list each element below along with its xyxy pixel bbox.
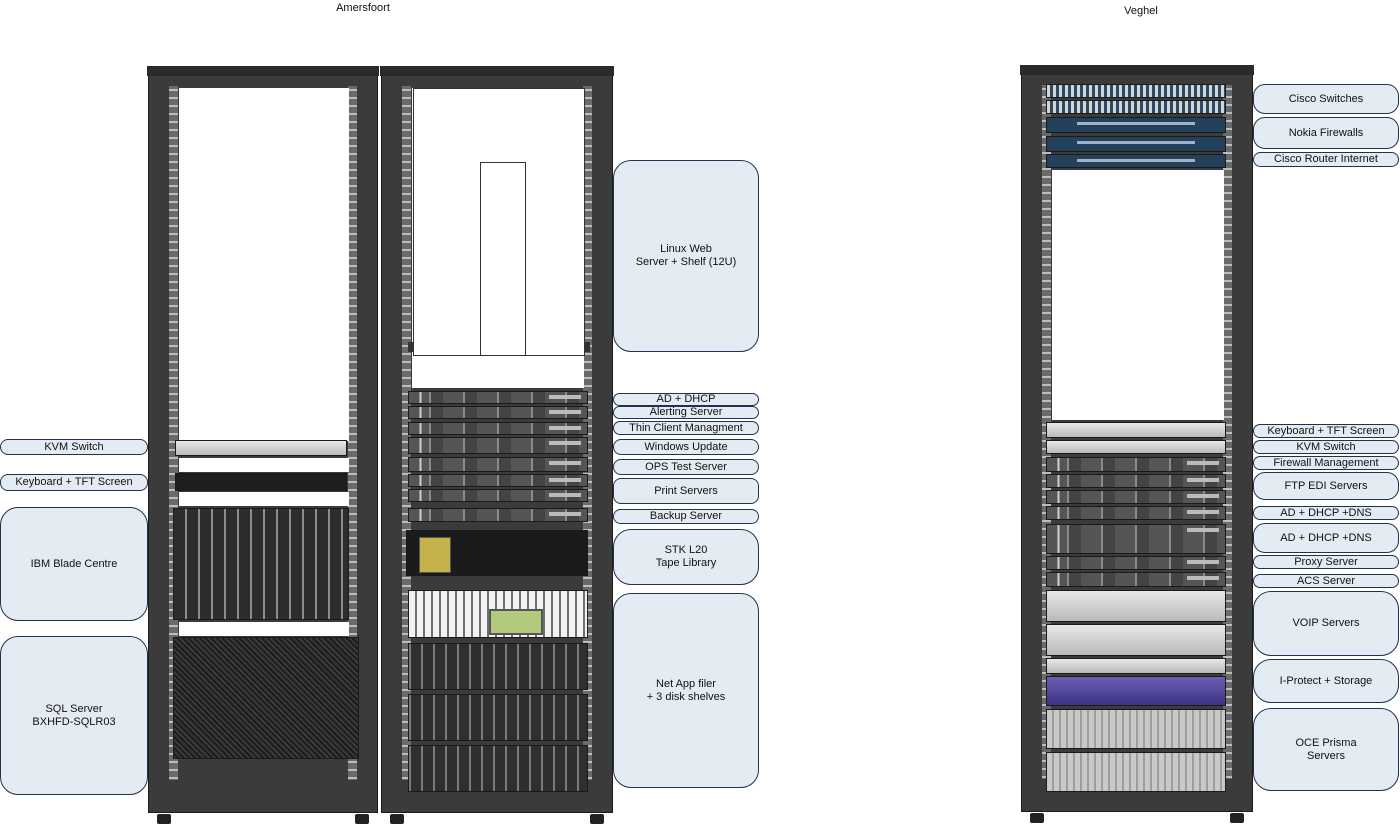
stk-l20-device bbox=[406, 530, 588, 576]
label-sql-server: SQL Server BXHFD-SQLR03 bbox=[0, 636, 148, 795]
empty-bay bbox=[179, 88, 349, 441]
ftp-edi-1-device bbox=[1046, 474, 1226, 488]
label-ops-test-server: OPS Test Server bbox=[613, 459, 759, 475]
label-cisco-router: Cisco Router Internet bbox=[1253, 152, 1399, 167]
site-title-amersfoort: Amersfoort bbox=[336, 2, 390, 14]
empty-bay-veghel bbox=[1052, 170, 1224, 420]
label-backup-server: Backup Server bbox=[613, 509, 759, 524]
storage-device bbox=[1046, 676, 1226, 706]
ftp-edi-2-device bbox=[1046, 490, 1226, 504]
keyboard-tft-device-veghel bbox=[1046, 422, 1226, 438]
label-alerting-server: Alerting Server bbox=[613, 406, 759, 419]
label-ibm-blade-centre: IBM Blade Centre bbox=[0, 507, 148, 621]
cisco-router-device-2 bbox=[1046, 154, 1226, 168]
label-oce-prisma: OCE Prisma Servers bbox=[1253, 708, 1399, 791]
oce-prisma-1-device bbox=[1046, 709, 1226, 749]
label-kvm-switch: KVM Switch bbox=[0, 439, 148, 455]
keyboard-tft-device bbox=[175, 473, 347, 491]
label-linux-web-server: Linux Web Server + Shelf (12U) bbox=[613, 160, 759, 352]
rack-amersfoort-2 bbox=[380, 66, 614, 824]
label-cisco-switches: Cisco Switches bbox=[1253, 84, 1399, 114]
label-nokia-firewalls: Nokia Firewalls bbox=[1253, 117, 1399, 149]
proxy-server-device bbox=[1046, 556, 1226, 570]
disk-shelf-3 bbox=[408, 745, 588, 792]
backup-server-device bbox=[408, 508, 588, 522]
label-ad-dhcp-dns-2: AD + DHCP +DNS bbox=[1253, 523, 1399, 553]
ad-dhcp-dns-1-device bbox=[1046, 506, 1226, 520]
label-netapp: Net App filer + 3 disk shelves bbox=[613, 593, 759, 788]
rack-amersfoort-1 bbox=[147, 66, 379, 824]
iprotect-device bbox=[1046, 658, 1226, 674]
voip-server-2-device bbox=[1046, 624, 1226, 656]
oce-prisma-2-device bbox=[1046, 752, 1226, 792]
alerting-server-device bbox=[408, 406, 588, 419]
label-print-servers: Print Servers bbox=[613, 478, 759, 504]
label-firewall-management: Firewall Management bbox=[1253, 456, 1399, 470]
label-iprotect-storage: I-Protect + Storage bbox=[1253, 659, 1399, 703]
cisco-router-device-1 bbox=[1046, 136, 1226, 152]
cisco-switch-1-device bbox=[1046, 84, 1226, 98]
voip-server-1-device bbox=[1046, 590, 1226, 622]
label-thin-client: Thin Client Managment bbox=[613, 421, 759, 435]
kvm-switch-device bbox=[175, 440, 347, 456]
thin-client-device bbox=[408, 422, 588, 435]
label-ad-dhcp: AD + DHCP bbox=[613, 393, 759, 406]
ops-test-device bbox=[408, 457, 588, 472]
label-ad-dhcp-dns-1: AD + DHCP +DNS bbox=[1253, 506, 1399, 520]
ad-dhcp-device bbox=[408, 391, 588, 404]
rack-veghel bbox=[1020, 65, 1254, 823]
sql-server-device bbox=[173, 637, 359, 759]
ibm-blade-centre-device bbox=[173, 508, 349, 620]
label-keyboard-tft-veghel: Keyboard + TFT Screen bbox=[1253, 424, 1399, 438]
netapp-filer-device bbox=[408, 590, 588, 638]
disk-shelf-2 bbox=[408, 694, 588, 741]
label-stk-l20: STK L20 Tape Library bbox=[613, 529, 759, 585]
label-ftp-edi-servers: FTP EDI Servers bbox=[1253, 472, 1399, 500]
disk-shelf-1 bbox=[408, 643, 588, 690]
print-server-1-device bbox=[408, 474, 588, 487]
linux-web-server-device bbox=[480, 162, 526, 356]
label-voip-servers: VOIP Servers bbox=[1253, 591, 1399, 656]
acs-server-device bbox=[1046, 572, 1226, 587]
label-proxy-server: Proxy Server bbox=[1253, 555, 1399, 569]
ad-dhcp-dns-2-device bbox=[1046, 524, 1226, 554]
cisco-switch-2-device bbox=[1046, 100, 1226, 114]
windows-update-device bbox=[408, 437, 588, 454]
firewall-mgmt-device bbox=[1046, 457, 1226, 472]
site-title-veghel: Veghel bbox=[1124, 5, 1158, 17]
nokia-firewall-device bbox=[1046, 117, 1226, 133]
label-keyboard-tft: Keyboard + TFT Screen bbox=[0, 474, 148, 491]
print-server-2-device bbox=[408, 489, 588, 502]
label-kvm-switch-veghel: KVM Switch bbox=[1253, 440, 1399, 454]
label-acs-server: ACS Server bbox=[1253, 574, 1399, 588]
label-windows-update: Windows Update bbox=[613, 439, 759, 455]
kvm-switch-device-veghel bbox=[1046, 440, 1226, 454]
